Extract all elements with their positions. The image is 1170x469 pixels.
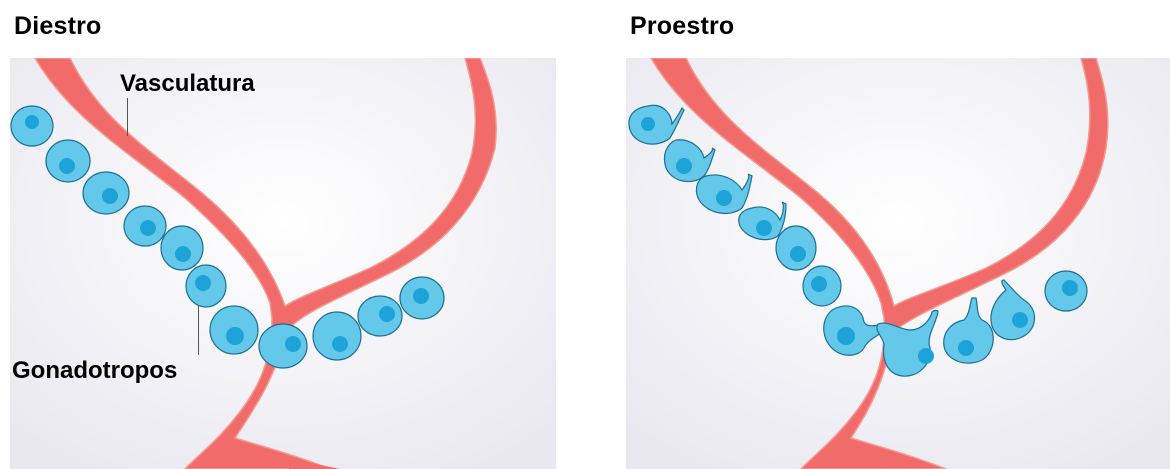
panel-title-proestro: Proestro <box>630 12 734 41</box>
cell <box>186 265 226 307</box>
panel-title-diestro: Diestro <box>14 12 102 41</box>
cell <box>1045 271 1087 311</box>
cell <box>803 266 841 306</box>
proestro-illustration <box>626 58 1170 469</box>
cell <box>124 206 166 246</box>
diestro-illustration <box>10 58 556 469</box>
cell <box>46 140 90 182</box>
cell <box>259 324 307 368</box>
cell <box>400 277 444 319</box>
cell <box>313 312 361 360</box>
proestro-panel <box>626 58 1170 469</box>
gonadotrophs-label: Gonadotropos <box>12 357 177 385</box>
vasculature-leader-line <box>127 98 128 136</box>
cell <box>358 296 402 336</box>
cell <box>11 106 53 146</box>
gonadotrophs-leader-line <box>198 305 199 355</box>
cell <box>776 226 816 270</box>
cell <box>210 306 258 354</box>
vasculature-label: Vasculatura <box>120 70 255 98</box>
diestro-panel <box>10 58 556 469</box>
cell <box>161 226 203 270</box>
cell <box>83 172 129 214</box>
